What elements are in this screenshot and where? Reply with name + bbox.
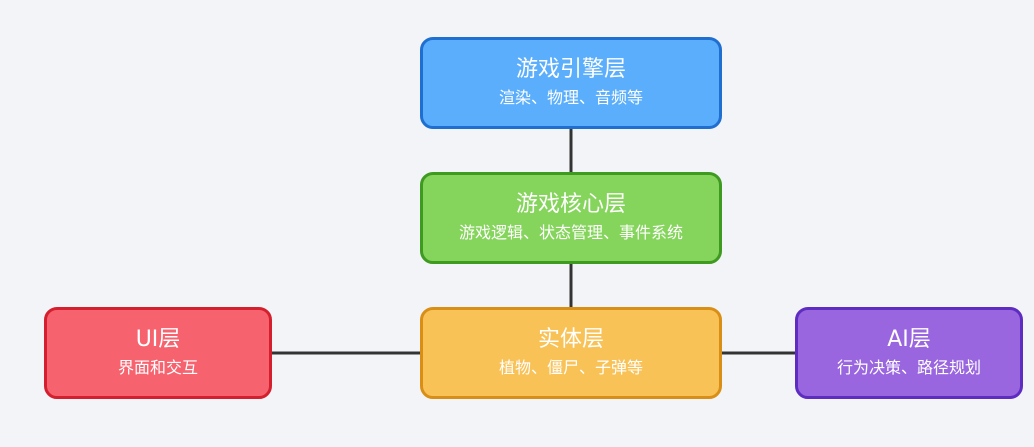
ai-layer-desc: 行为决策、路径规划	[836, 357, 981, 377]
ui-layer-box: UI层 界面和交互	[44, 307, 272, 399]
ai-layer-title: AI层	[887, 326, 931, 352]
engine-layer-desc: 渲染、物理、音频等	[498, 87, 643, 107]
engine-layer-title: 游戏引擎层	[515, 56, 626, 82]
entity-layer-title: 实体层	[537, 326, 604, 352]
ai-layer-box: AI层 行为决策、路径规划	[795, 307, 1023, 399]
core-layer-desc: 游戏逻辑、状态管理、事件系统	[458, 222, 683, 242]
entity-layer-desc: 植物、僵尸、子弹等	[498, 357, 643, 377]
engine-layer-box: 游戏引擎层 渲染、物理、音频等	[420, 37, 722, 129]
entity-layer-box: 实体层 植物、僵尸、子弹等	[420, 307, 722, 399]
ui-layer-desc: 界面和交互	[117, 357, 198, 377]
core-layer-box: 游戏核心层 游戏逻辑、状态管理、事件系统	[420, 172, 722, 264]
core-layer-title: 游戏核心层	[515, 191, 626, 217]
ui-layer-title: UI层	[135, 326, 181, 352]
